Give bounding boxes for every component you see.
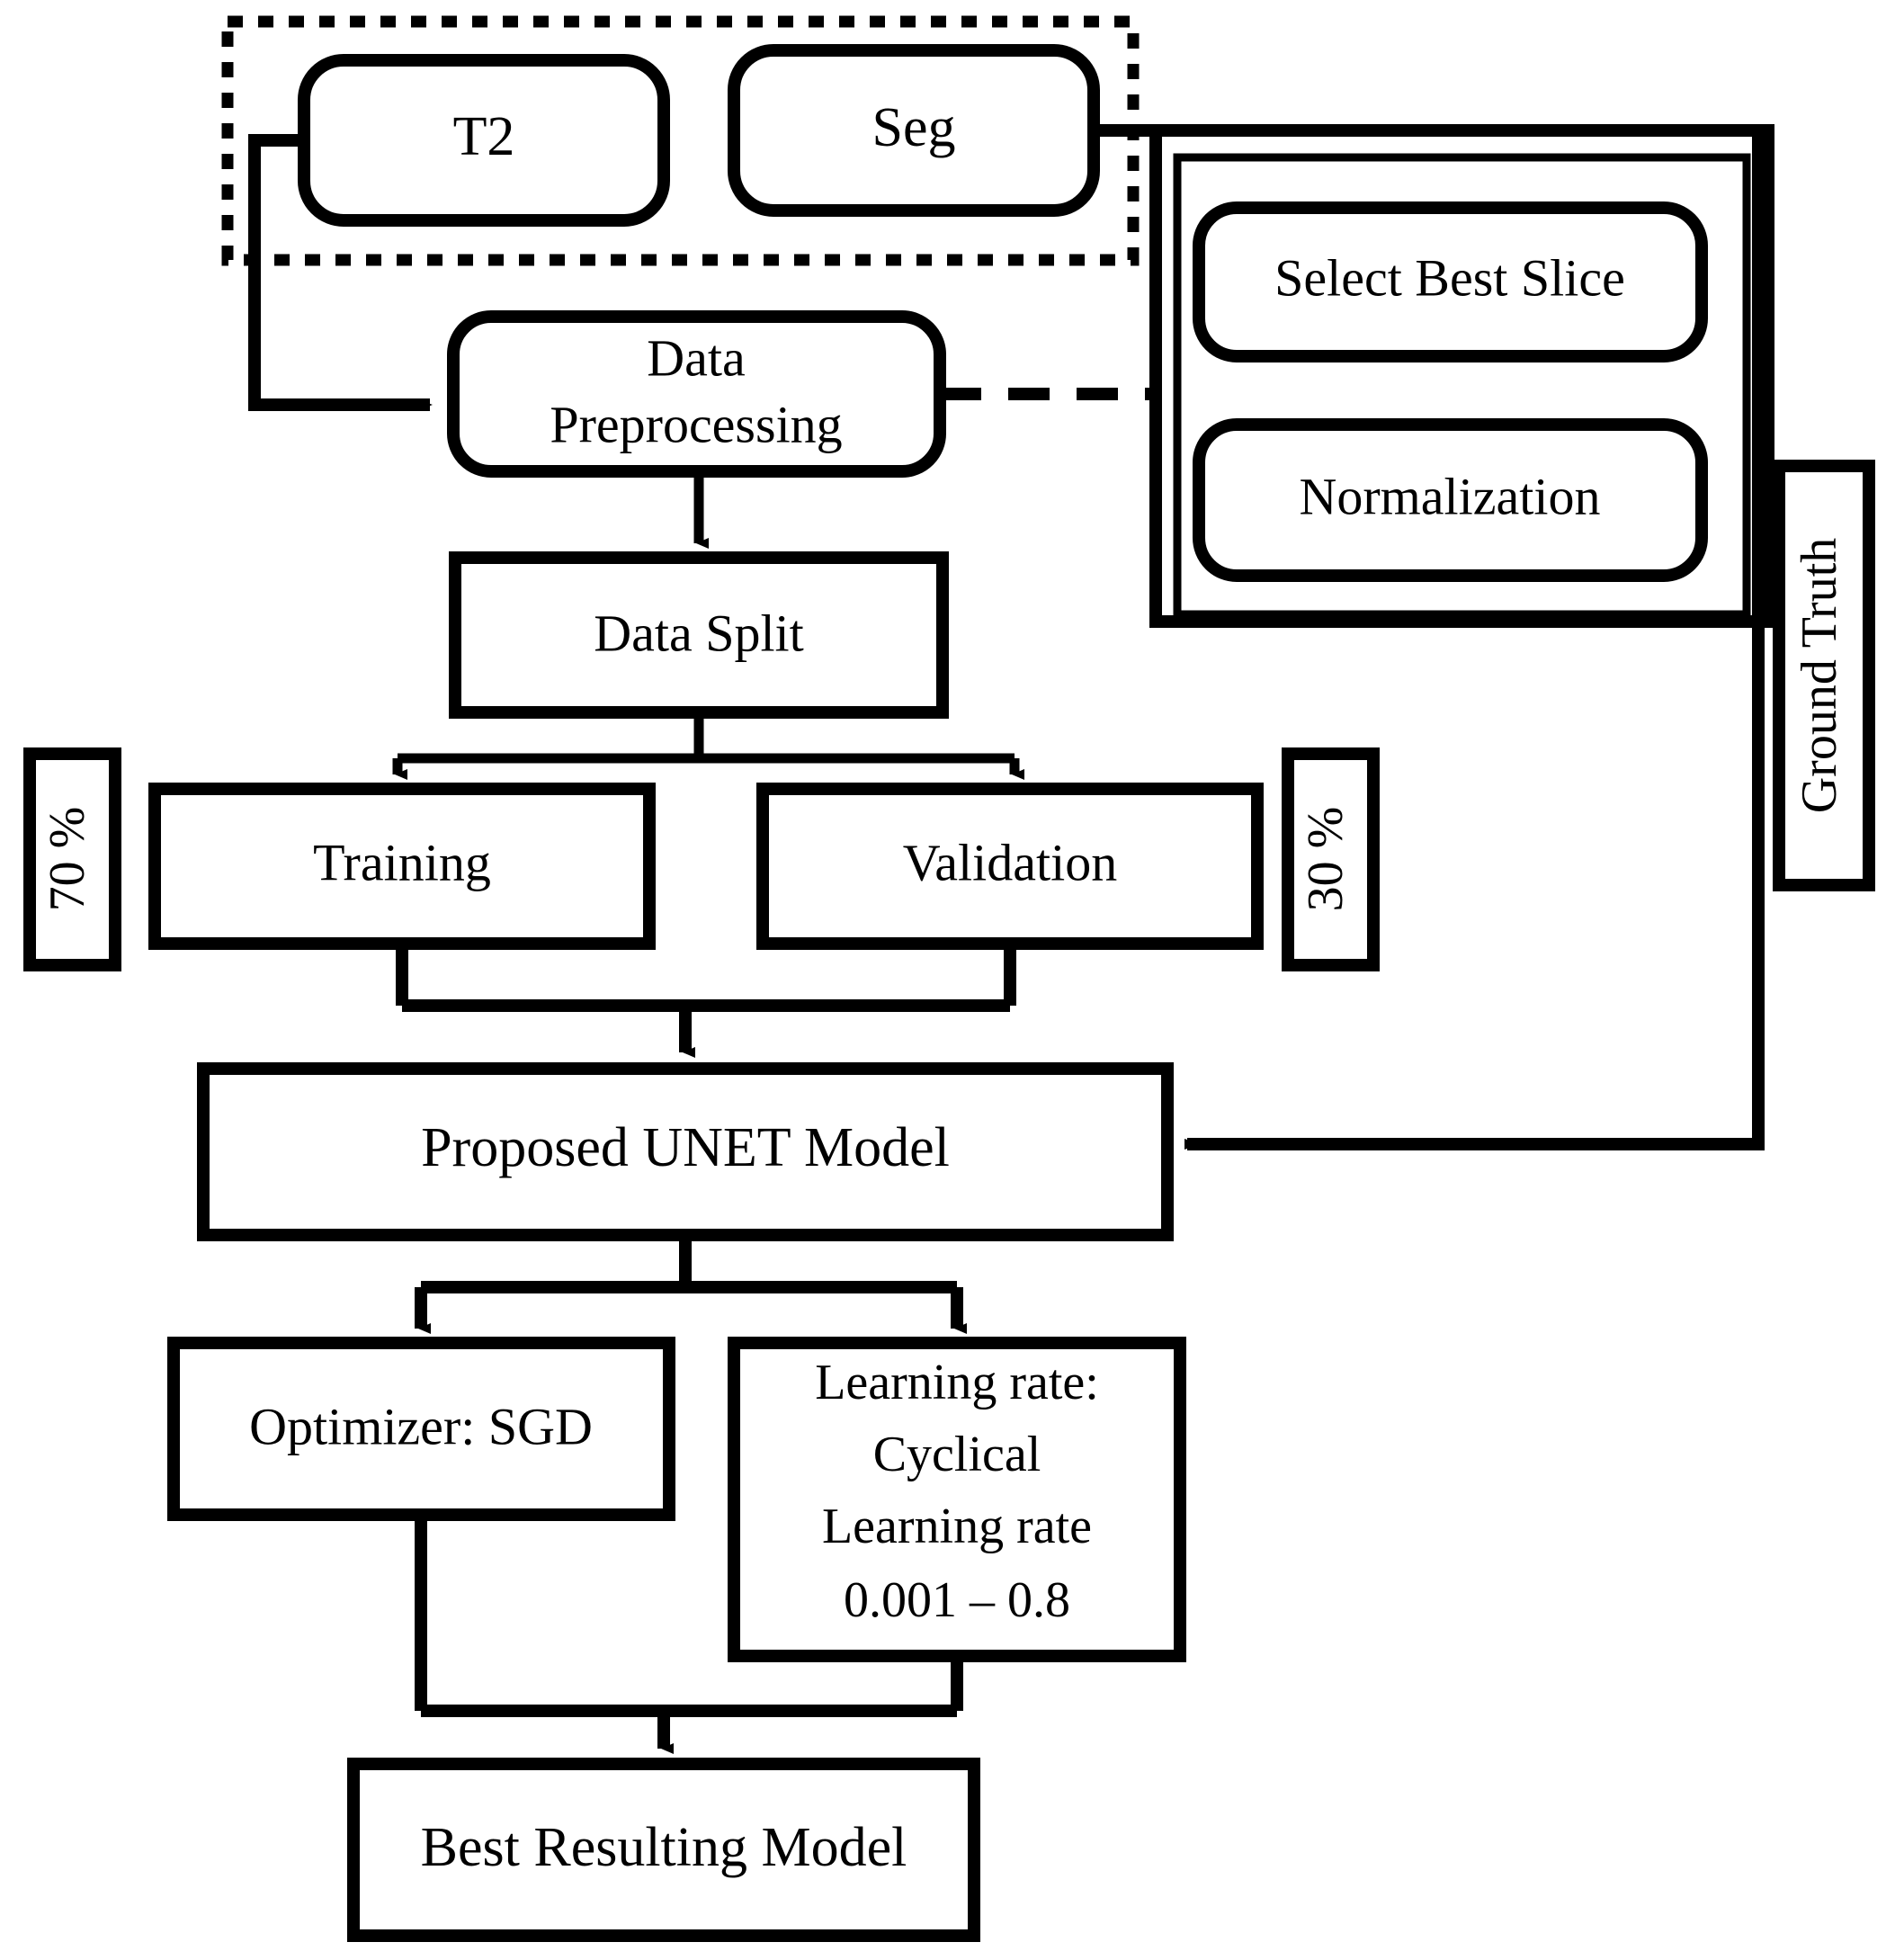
node-unet-model[interactable] bbox=[197, 1062, 1174, 1241]
edge-t2-to-preprocessing bbox=[248, 134, 433, 411]
node-percent-validation bbox=[1282, 747, 1380, 971]
node-ground-truth bbox=[1773, 460, 1875, 891]
node-learning-rate-label-line2: Cyclical bbox=[873, 1427, 1041, 1482]
node-validation-label: Validation bbox=[903, 833, 1117, 891]
node-learning-rate-label-line1: Learning rate: bbox=[815, 1355, 1099, 1410]
node-data-split-label: Data Split bbox=[594, 604, 804, 662]
edge-unet-to-hyperparams bbox=[415, 1235, 967, 1334]
node-learning-rate[interactable] bbox=[728, 1337, 1186, 1662]
node-unet-model-label: Proposed UNET Model bbox=[421, 1117, 950, 1178]
node-percent-training bbox=[23, 747, 121, 971]
node-percent-validation-label: 30 % bbox=[1298, 807, 1354, 912]
node-percent-training-label: 70 % bbox=[40, 807, 95, 912]
edge-training-validation-to-unet bbox=[396, 944, 1016, 1058]
node-data-preprocessing-label-line1: Data bbox=[647, 328, 746, 387]
node-select-best-slice-label: Select Best Slice bbox=[1274, 248, 1625, 307]
edge-seg-to-unet-ground-truth bbox=[1094, 124, 1765, 1150]
node-data-preprocessing-label-line2: Preprocessing bbox=[550, 395, 842, 453]
node-validation[interactable] bbox=[756, 783, 1264, 950]
node-select-best-slice[interactable] bbox=[1193, 201, 1708, 362]
node-optimizer-label: Optimizer: SGD bbox=[249, 1397, 593, 1455]
node-learning-rate-label-line3: Learning rate bbox=[822, 1499, 1092, 1554]
node-normalization-label: Normalization bbox=[1299, 467, 1600, 525]
node-ground-truth-label: Ground Truth bbox=[1792, 538, 1847, 814]
edge-split-to-training-validation bbox=[392, 712, 1024, 780]
node-seg-label: Seg bbox=[872, 97, 956, 158]
node-t2-label: T2 bbox=[453, 106, 515, 167]
node-optimizer[interactable] bbox=[167, 1337, 675, 1521]
node-best-model-label: Best Resulting Model bbox=[421, 1817, 907, 1878]
node-data-split[interactable] bbox=[449, 551, 949, 719]
node-training-label: Training bbox=[313, 833, 491, 891]
input-data-group-border bbox=[221, 15, 1140, 266]
node-normalization[interactable] bbox=[1193, 418, 1708, 582]
node-learning-rate-label-line4: 0.001 – 0.8 bbox=[844, 1572, 1070, 1628]
node-best-model[interactable] bbox=[347, 1758, 980, 1942]
edge-hyperparams-to-best-model bbox=[415, 1515, 963, 1754]
